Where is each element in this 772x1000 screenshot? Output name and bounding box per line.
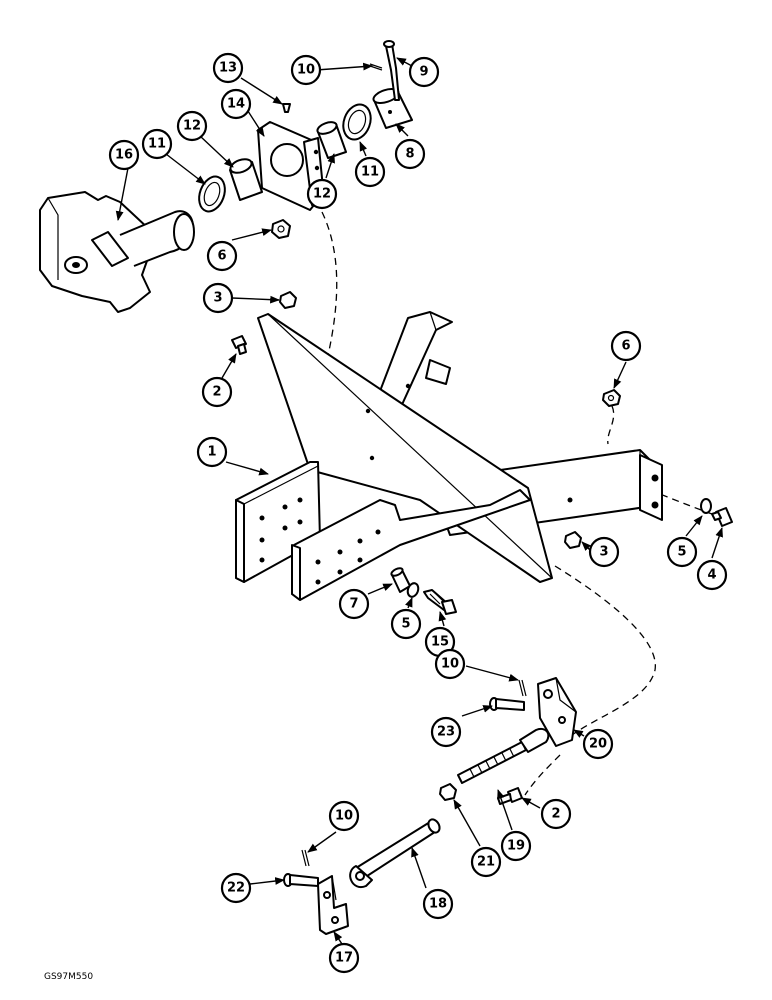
svg-text:20: 20 (589, 737, 607, 752)
svg-text:10: 10 (297, 63, 315, 78)
spacer-7 (390, 567, 411, 593)
cotter-pin-mid (518, 679, 527, 697)
svg-text:22: 22 (227, 881, 245, 896)
callout-12-left: 12 (176, 110, 208, 142)
main-frame (235, 311, 663, 601)
link-rod (349, 818, 441, 889)
callout-19: 19 (500, 830, 532, 862)
svg-text:19: 19 (507, 839, 525, 854)
svg-text:8: 8 (405, 147, 414, 162)
nut-6-upper (271, 219, 291, 239)
svg-text:12: 12 (313, 187, 331, 202)
callout-21: 21 (470, 846, 502, 878)
callout-9: 9 (408, 56, 440, 88)
svg-text:1: 1 (207, 445, 216, 460)
svg-text:7: 7 (349, 597, 358, 612)
ring-right (342, 103, 372, 141)
callout-10-top: 10 (290, 54, 322, 86)
threaded-rod (457, 728, 550, 784)
callout-10-bottom: 10 (328, 800, 360, 832)
bolt-2-upper (231, 335, 247, 355)
alignment-line-bracket-to-rod (524, 754, 561, 796)
clevis-pin-23 (489, 697, 525, 711)
rod-bracket-upper (537, 677, 577, 747)
callout-2-lower: 2 (540, 798, 572, 830)
svg-text:5: 5 (401, 617, 410, 632)
callout-22: 22 (220, 872, 252, 904)
callout-4: 4 (696, 559, 728, 591)
svg-text:3: 3 (599, 545, 608, 560)
leader-lines (115, 57, 723, 945)
bushing-left (229, 158, 263, 201)
nut-3-lower (564, 531, 582, 549)
bolt-15 (423, 589, 457, 615)
svg-text:4: 4 (707, 568, 716, 583)
svg-text:17: 17 (335, 951, 353, 966)
rod-bracket-lower (317, 875, 349, 935)
callout-11-right: 11 (354, 156, 386, 188)
bushing-right (316, 121, 347, 159)
callout-13: 13 (212, 52, 244, 84)
callout-17: 17 (328, 942, 360, 974)
svg-text:11: 11 (361, 165, 379, 180)
svg-text:18: 18 (429, 897, 447, 912)
callout-10-mid: 10 (434, 648, 466, 680)
svg-text:15: 15 (431, 635, 449, 650)
svg-text:6: 6 (621, 339, 630, 354)
svg-text:6: 6 (217, 249, 226, 264)
nut-21 (439, 783, 457, 801)
callout-8: 8 (394, 138, 426, 170)
callout-23: 23 (430, 716, 462, 748)
cotter-pin-top (369, 63, 383, 71)
svg-text:14: 14 (227, 97, 245, 112)
callout-2-upper: 2 (201, 376, 233, 408)
svg-text:13: 13 (219, 61, 237, 76)
callout-3-upper: 3 (202, 282, 234, 314)
callout-7: 7 (338, 588, 370, 620)
svg-text:2: 2 (212, 385, 221, 400)
figure-code: GS97M550 (44, 972, 94, 982)
bolt-4-right (711, 507, 733, 527)
callout-5-right: 5 (666, 536, 698, 568)
callout-5-lower: 5 (390, 608, 422, 640)
svg-text:10: 10 (441, 657, 459, 672)
hitch-assembly (39, 191, 195, 313)
nut-3-upper (279, 291, 297, 309)
callout-11-left: 11 (141, 128, 173, 160)
callout-6-right: 6 (610, 330, 642, 362)
svg-text:2: 2 (551, 807, 560, 822)
svg-text:5: 5 (677, 545, 686, 560)
pivot-bracket (257, 121, 325, 211)
grease-fitting (282, 103, 291, 113)
svg-text:12: 12 (183, 119, 201, 134)
clevis-pin-22 (283, 873, 319, 887)
alignment-line-frame-to-bracket (554, 565, 656, 736)
svg-text:10: 10 (335, 809, 353, 824)
washer-5-right (700, 498, 712, 514)
alignment-line-nut-to-rail (607, 405, 615, 445)
callout-3-lower: 3 (588, 536, 620, 568)
cotter-pin-bottom (301, 849, 310, 867)
nut-6-right (602, 389, 621, 407)
washer-5-lower (406, 582, 420, 598)
collar (372, 88, 413, 129)
callout-20: 20 (582, 728, 614, 760)
svg-text:3: 3 (213, 291, 222, 306)
svg-text:11: 11 (148, 137, 166, 152)
svg-text:23: 23 (437, 725, 455, 740)
svg-text:9: 9 (419, 65, 428, 80)
callout-16: 16 (108, 139, 140, 171)
callout-6-upper: 6 (206, 240, 238, 272)
callout-1: 1 (196, 436, 228, 468)
callout-12-right: 12 (306, 178, 338, 210)
callout-14: 14 (220, 88, 252, 120)
callout-15: 15 (424, 626, 456, 658)
svg-text:21: 21 (477, 855, 495, 870)
callout-18: 18 (422, 888, 454, 920)
svg-text:16: 16 (115, 148, 133, 163)
